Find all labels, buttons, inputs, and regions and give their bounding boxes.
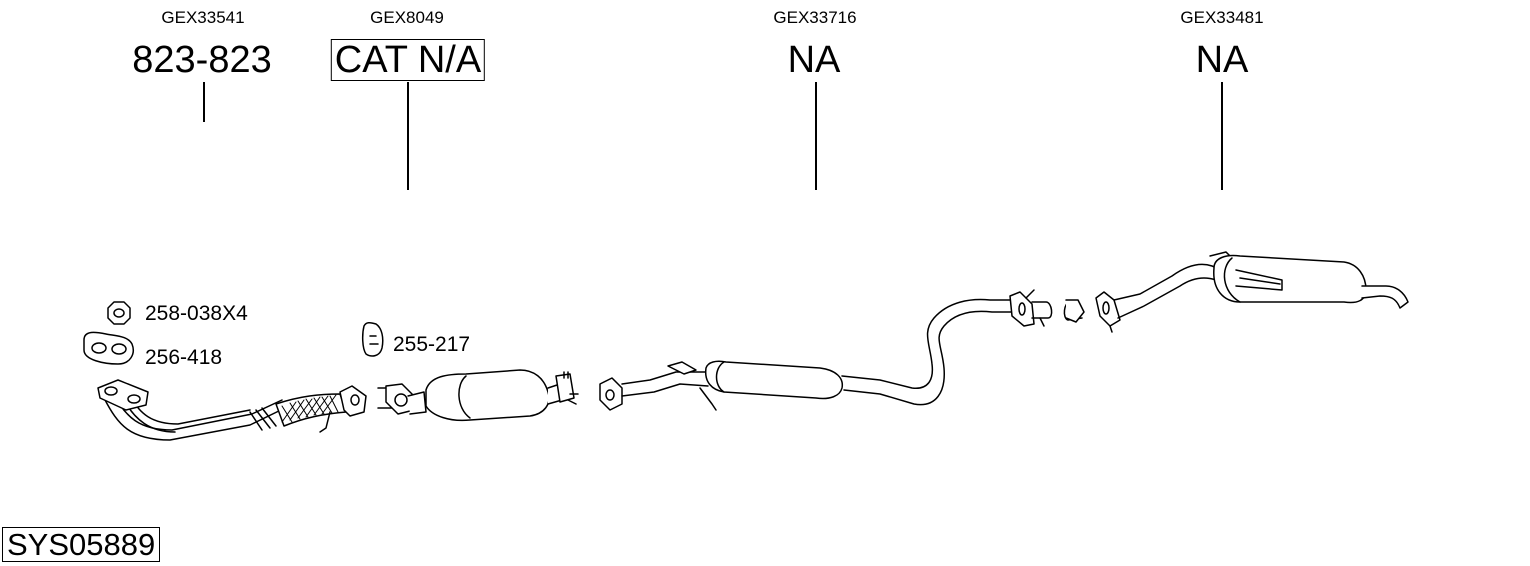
callout-line-1 xyxy=(203,82,205,122)
component-code-1: GEX33541 xyxy=(161,8,245,27)
centre-silencer xyxy=(599,289,1053,411)
front-pipe xyxy=(97,379,367,441)
part-number-3: NA xyxy=(787,39,841,81)
component-code-2: GEX8049 xyxy=(370,8,444,27)
catalytic-converter xyxy=(377,369,579,422)
gasket-icon xyxy=(83,331,134,365)
part-number-2: CAT N/A xyxy=(330,39,486,81)
nut-icon xyxy=(107,301,131,325)
accessory-label-nut: 258-038X4 xyxy=(145,302,248,325)
accessory-label-mount: 255-217 xyxy=(393,333,471,356)
callout-line-3 xyxy=(815,82,817,190)
callout-line-4 xyxy=(1221,82,1223,190)
component-code-4: GEX33481 xyxy=(1180,8,1264,27)
rear-silencer xyxy=(1063,251,1409,333)
component-code-3: GEX33716 xyxy=(773,8,857,27)
part-number-1: 823-823 xyxy=(132,39,272,81)
system-id-label: SYS05889 xyxy=(2,527,161,562)
callout-line-2 xyxy=(407,82,409,190)
rubber-mount-icon xyxy=(361,321,384,357)
part-number-4: NA xyxy=(1195,39,1249,81)
accessory-label-gasket: 256-418 xyxy=(145,346,223,369)
